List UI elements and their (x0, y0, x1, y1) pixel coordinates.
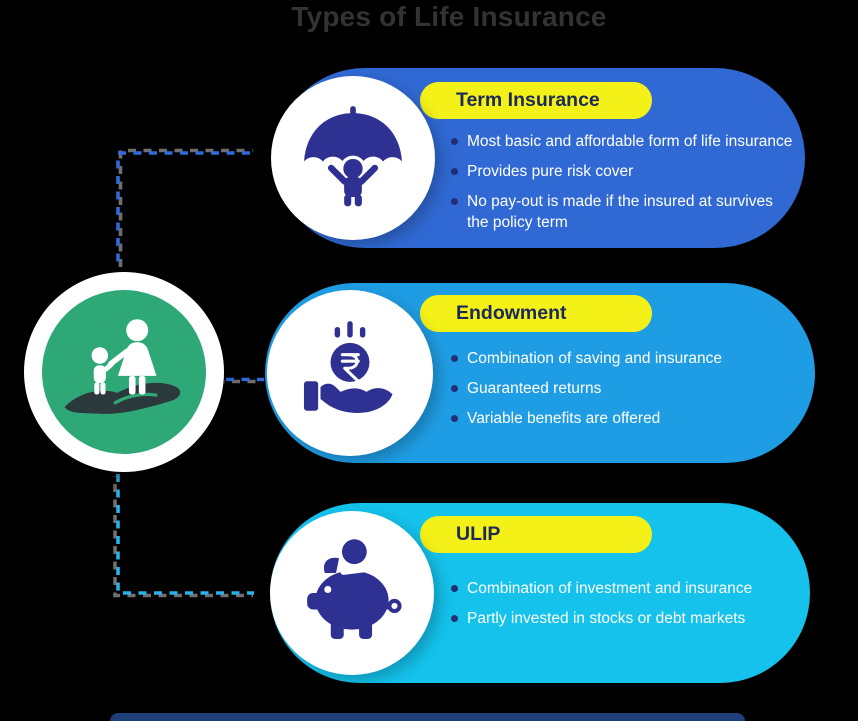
bullet-dot (451, 385, 458, 392)
card-title: Term Insurance (456, 89, 600, 111)
bullet-item: Most basic and affordable form of life i… (450, 131, 792, 152)
bullet-dot (451, 355, 458, 362)
bullet-text: Most basic and affordable form of life i… (467, 133, 793, 150)
rupee-symbol (340, 353, 360, 383)
bottom-connector-line (116, 474, 254, 595)
umbrella-person-icon (304, 106, 402, 207)
cropped-next-card-edge (110, 713, 745, 721)
family-in-hand-icon (64, 319, 181, 414)
card-title-badge: Endowment (420, 295, 652, 332)
card-title: ULIP (456, 523, 501, 545)
rupee-coin-hand-icon (303, 321, 393, 413)
bullet-text: Combination of saving and insurance (467, 350, 723, 367)
bullet-text: Provides pure risk cover (467, 163, 634, 180)
card-title-badge: ULIP (420, 516, 652, 553)
bullet-item: Guaranteed returns (450, 378, 722, 399)
bullet-item: No pay-out is made if the insured at sur… (450, 191, 792, 233)
hub-green-circle (42, 290, 206, 454)
top-connector-line (116, 151, 250, 269)
card-icon-circle (271, 76, 435, 240)
bottom-connector-shadow (113, 476, 253, 598)
bullet-item: Combination of saving and insurance (450, 348, 722, 369)
bullet-item: Provides pure risk cover (450, 161, 792, 182)
bullet-item: Variable benefits are offered (450, 408, 722, 429)
bullet-text: Guaranteed returns (467, 380, 602, 397)
bullet-item: Partly invested in stocks or debt market… (450, 608, 752, 629)
page-title: Types of Life Insurance (291, 1, 607, 32)
bullet-list: Combination of saving and insurance Guar… (450, 348, 722, 438)
family-protection-hub (24, 272, 224, 472)
bullet-text: Combination of investment and insurance (467, 580, 753, 597)
card-icon-circle (267, 290, 433, 456)
bullet-text: No pay-out is made if the insured at sur… (467, 193, 773, 231)
bullet-dot (451, 198, 458, 205)
card-title-badge: Term Insurance (420, 82, 652, 119)
bullet-text: Partly invested in stocks or debt market… (467, 610, 746, 627)
coin-slot (340, 565, 370, 575)
bullet-dot (451, 615, 458, 622)
bullet-list: Combination of investment and insurance … (450, 578, 752, 638)
pig-eye (324, 585, 332, 593)
bullet-list: Most basic and affordable form of life i… (450, 131, 792, 242)
pig-tail-curl (391, 602, 398, 610)
bullet-dot (451, 138, 458, 145)
card-title: Endowment (456, 302, 567, 324)
bullet-item: Combination of investment and insurance (450, 578, 752, 599)
piggy-bank-icon (307, 539, 402, 640)
bullet-dot (451, 168, 458, 175)
bullet-text: Variable benefits are offered (467, 410, 661, 427)
bullet-dot (451, 585, 458, 592)
top-connector-shadow (118, 148, 253, 267)
bullet-dot (451, 415, 458, 422)
card-icon-circle (270, 511, 434, 675)
